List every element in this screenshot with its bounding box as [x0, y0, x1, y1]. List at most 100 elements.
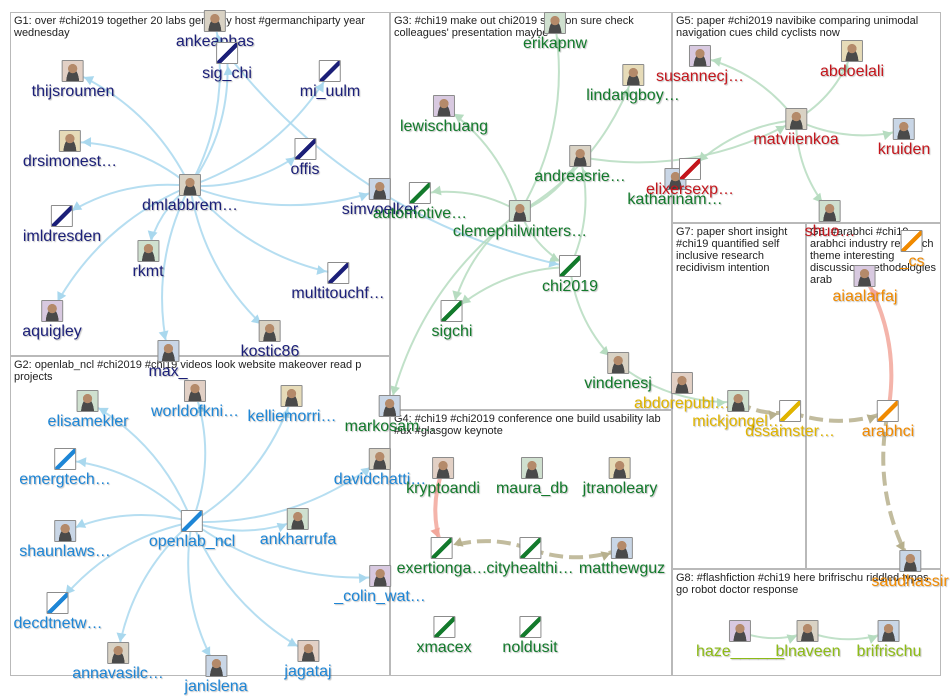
- edge-dmlabbrem-simvoelker: [189, 185, 381, 207]
- edge-arrow-dmlabbrem-kostic86: [250, 314, 262, 325]
- node-janislena[interactable]: janislena: [184, 655, 248, 696]
- node-blnaveen[interactable]: blnaveen: [776, 620, 840, 661]
- node-noldusit[interactable]: noldusit: [502, 616, 558, 657]
- node-kelliemorri[interactable]: kelliemorri…: [248, 385, 336, 426]
- edge-arrow-cityhealthi-exertionga: [453, 537, 464, 547]
- avatar-icon: [59, 130, 81, 152]
- node-arabhci[interactable]: arabhci: [862, 400, 914, 441]
- avatar-icon: [688, 45, 711, 67]
- node-rkmt[interactable]: rkmt: [132, 240, 164, 281]
- logo-icon: [47, 592, 69, 614]
- edge-arrow-mickjongel-dssamster: [768, 410, 779, 421]
- node-colin_wat[interactable]: _colin_wat…: [334, 565, 426, 606]
- node-xmacex[interactable]: xmacex: [416, 616, 472, 657]
- node-label: arabhci: [861, 423, 915, 440]
- avatar-icon: [53, 520, 76, 542]
- edge-arrow-openlab_ncl-annavasilc: [116, 632, 127, 643]
- edge-dmlabbrem-multitouchf: [189, 185, 339, 275]
- node-brifrischu[interactable]: brifrischu: [857, 620, 921, 661]
- node-ankharrufa[interactable]: ankharrufa: [260, 508, 336, 549]
- node-andreasrie[interactable]: andreasrie…: [534, 145, 626, 186]
- node-kostic86[interactable]: kostic86: [241, 320, 299, 361]
- avatar-icon: [841, 40, 863, 62]
- node-shuo[interactable]: shuo…: [804, 200, 856, 241]
- node-label: thijsroumen: [31, 83, 115, 100]
- node-lindangboy[interactable]: lindangboy…: [586, 64, 680, 105]
- avatar-icon: [622, 64, 644, 86]
- node-susannecj[interactable]: susannecj…: [656, 45, 744, 86]
- node-cityhealthi[interactable]: cityhealthi…: [486, 537, 574, 578]
- node-jtranoleary[interactable]: jtranoleary: [583, 457, 657, 498]
- node-haze[interactable]: haze______: [696, 620, 784, 661]
- avatar-icon: [854, 265, 876, 287]
- node-annavasilc[interactable]: annavasilc…: [72, 642, 164, 683]
- avatar-icon: [670, 372, 693, 394]
- node-maura_db[interactable]: maura_db: [496, 457, 568, 498]
- edge-arrow-clemephilwinters-automotive: [431, 185, 442, 196]
- node-saudhassir[interactable]: saudhassir: [871, 550, 949, 591]
- edge-arrow-clemephilwinters-chi2019: [549, 252, 560, 262]
- node-label: automotive…: [372, 205, 468, 222]
- node-drsimonest[interactable]: drsimonest…: [23, 130, 117, 171]
- node-kruiden[interactable]: kruiden: [878, 118, 930, 159]
- logo-icon: [876, 400, 899, 422]
- node-sig_chi[interactable]: sig_chi: [202, 42, 252, 83]
- edge-arrow-openlab_ncl-davidchatti: [360, 467, 371, 477]
- edge-arrow-vindenesj-mickjongel: [716, 397, 727, 408]
- node-aquigley[interactable]: aquigley: [22, 300, 82, 341]
- node-_cs[interactable]: _cs: [899, 230, 925, 271]
- node-aiaalarfaj[interactable]: aiaalarfaj: [833, 265, 897, 306]
- logo-icon: [431, 537, 453, 559]
- edge-arrow-clemephilwinters-sigchi: [452, 290, 463, 301]
- node-automotive[interactable]: automotive…: [373, 182, 467, 223]
- node-mickjongel[interactable]: mickjongel…: [692, 390, 784, 431]
- logo-icon: [319, 60, 341, 82]
- node-vindenesj[interactable]: vindenesj: [584, 352, 652, 393]
- logo-icon: [519, 616, 541, 638]
- edge-arrow-arabhci-saudhassir: [895, 541, 905, 552]
- node-label: _cs: [899, 253, 925, 270]
- node-lewischuang[interactable]: lewischuang: [400, 95, 488, 136]
- node-elisamekler[interactable]: elisamekler: [48, 390, 128, 431]
- node-max_[interactable]: max_: [148, 340, 188, 381]
- node-jagataj[interactable]: jagataj: [284, 640, 332, 681]
- node-shaunlaws[interactable]: shaunlaws…: [19, 520, 111, 561]
- node-mi_uulm[interactable]: mi_uulm: [300, 60, 360, 101]
- node-markosam[interactable]: markosam…: [345, 395, 435, 436]
- node-openlab_ncl[interactable]: openlab_ncl: [149, 510, 235, 551]
- node-label: worldofkni…: [150, 403, 240, 420]
- edge-arrow-arabhci-aiaalarfaj: [870, 287, 880, 298]
- node-exertionga[interactable]: exertionga…: [397, 537, 487, 578]
- node-worldofkni[interactable]: worldofkni…: [151, 380, 239, 421]
- node-multitouchf[interactable]: multitouchf…: [291, 262, 385, 303]
- node-clemephilwinters[interactable]: clemephilwinters…: [453, 200, 587, 241]
- node-sigchi[interactable]: sigchi: [432, 300, 472, 341]
- node-abdoelali[interactable]: abdoelali: [820, 40, 884, 81]
- node-offis[interactable]: offis: [290, 138, 320, 179]
- node-label: shaunlaws…: [19, 543, 111, 560]
- node-abdorepubl[interactable]: abdorepubl…: [634, 372, 730, 413]
- node-dmlabbrem[interactable]: dmlabbrem…: [142, 174, 238, 215]
- node-thijsroumen[interactable]: thijsroumen: [31, 60, 115, 101]
- edge-arrow-openlab_ncl-kelliemorri: [280, 408, 290, 419]
- node-elixersexp[interactable]: elixersexp…: [646, 158, 734, 199]
- node-emergtech[interactable]: emergtech…: [19, 448, 111, 489]
- node-erikapnw[interactable]: erikapnw: [523, 12, 587, 53]
- avatar-icon: [368, 565, 391, 587]
- avatar-icon: [179, 174, 201, 196]
- node-matthewguz[interactable]: matthewguz: [579, 537, 665, 578]
- node-simvoelker[interactable]: simvoelker: [342, 178, 418, 219]
- edge-dmlabbrem-mi_uulm: [189, 71, 331, 187]
- node-label: shuo…: [804, 223, 856, 240]
- avatar-icon: [369, 448, 391, 470]
- node-matviienkoa[interactable]: matviienkoa: [753, 108, 839, 149]
- node-kryptoandi[interactable]: kryptoandi: [406, 457, 480, 498]
- edge-matviienkoa-kruiden: [795, 119, 905, 137]
- node-imldresden[interactable]: imldresden: [23, 205, 101, 246]
- node-dssamster[interactable]: dssamster…: [745, 400, 835, 441]
- node-chi2019[interactable]: chi2019: [542, 255, 598, 296]
- node-davidchatti[interactable]: davidchatti…: [334, 448, 426, 489]
- node-decdtnetw[interactable]: decdtnetw…: [14, 592, 102, 633]
- avatar-icon: [520, 457, 543, 479]
